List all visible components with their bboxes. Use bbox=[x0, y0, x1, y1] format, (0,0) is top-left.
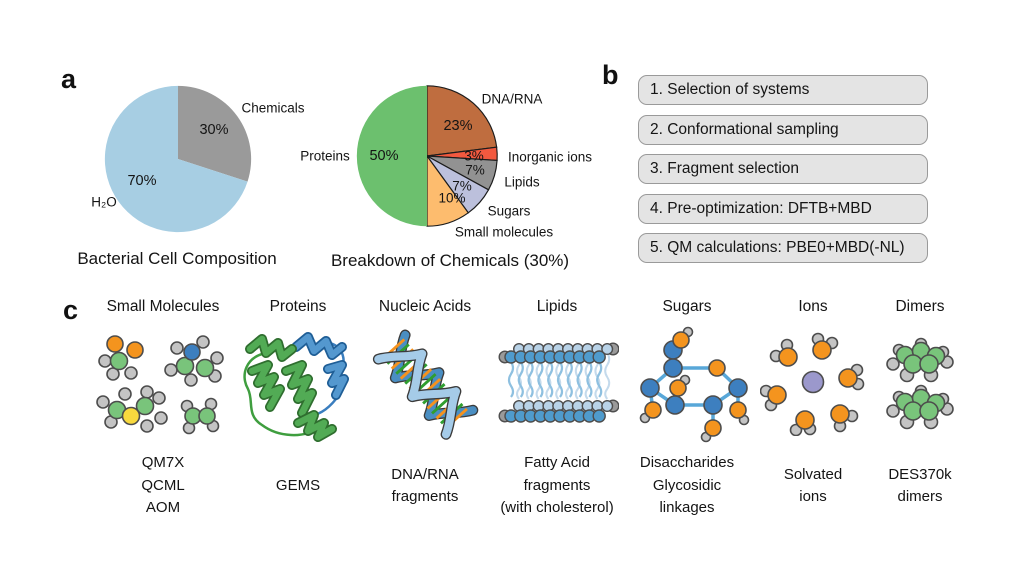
column-caption: DES370k dimers bbox=[888, 465, 952, 506]
pie1-slice-label-h2o: H₂O bbox=[91, 194, 117, 210]
column-label: Ions bbox=[798, 298, 828, 315]
pie2-pct-proteins: 50% bbox=[369, 148, 399, 164]
breakdown-of-chemicals-pie bbox=[356, 85, 498, 227]
pie2-title: Breakdown of Chemicals (30%) bbox=[330, 251, 570, 270]
column-proteins: Proteins GEMS bbox=[223, 298, 373, 528]
pie1-title: Bacterial Cell Composition bbox=[77, 249, 277, 268]
protein-ribbon-icon bbox=[243, 332, 349, 442]
pie2-slice-label-inorganic-ions: Inorganic ions bbox=[507, 149, 593, 165]
column-caption: GEMS bbox=[275, 476, 321, 494]
pie2-pct-inorganic-ions: 3% bbox=[464, 148, 484, 164]
column-label: Nucleic Acids bbox=[378, 298, 472, 315]
column-label: Dimers bbox=[895, 298, 945, 315]
lipid-bilayer-icon bbox=[498, 342, 619, 423]
column-caption: Disaccharides Glycosidic linkages bbox=[639, 454, 735, 517]
pie2-slice-label-proteins: Proteins bbox=[300, 148, 350, 164]
pie1-pct-chemicals: 30% bbox=[199, 122, 229, 138]
workflow-step-4: 4. Pre-optimization: DFTB+MBD bbox=[638, 193, 928, 224]
pie1-pct-h2o: 70% bbox=[127, 173, 157, 189]
panel-b-letter: b bbox=[602, 60, 619, 90]
workflow-steps: 1. Selection of systems 2. Conformationa… bbox=[638, 75, 928, 263]
pie1-slice-label-chemicals: Chemicals bbox=[241, 100, 305, 116]
column-nucleic-acids: Nucleic Acids DNA/RNA fragments bbox=[350, 298, 500, 528]
sugar-ring-icon bbox=[639, 326, 750, 443]
pie2-pct-dna-rna: 23% bbox=[443, 118, 473, 134]
column-caption: QM7X QCML AOM bbox=[141, 454, 185, 517]
stacked-dimer-icon bbox=[886, 337, 954, 430]
pie2-pct-lipids: 7% bbox=[465, 162, 485, 178]
workflow-step-2: 2. Conformational sampling bbox=[638, 114, 928, 145]
column-label: Small Molecules bbox=[106, 298, 220, 315]
pie2-slice-label-sugars: Sugars bbox=[487, 203, 531, 219]
solvated-ion-icon bbox=[760, 332, 865, 436]
column-small-molecules: Small Molecules bbox=[88, 298, 238, 528]
column-label: Sugars bbox=[662, 298, 712, 315]
column-caption: Solvated ions bbox=[783, 465, 843, 506]
column-dimers: Dimers DES370k dimers bbox=[845, 298, 995, 528]
pie2-pct-sugars: 7% bbox=[452, 178, 472, 194]
dna-helix-icon bbox=[372, 329, 479, 440]
small-molecules-icon bbox=[96, 335, 224, 435]
workflow-step-3: 3. Fragment selection bbox=[638, 154, 928, 184]
column-label: Proteins bbox=[269, 298, 327, 315]
pie2-pct-small-molecules: 10% bbox=[438, 190, 466, 206]
column-caption: DNA/RNA fragments bbox=[391, 465, 459, 506]
workflow-step-1: 1. Selection of systems bbox=[638, 75, 928, 105]
pie2-slice-label-lipids: Lipids bbox=[504, 174, 540, 190]
bacterial-cell-composition-pie bbox=[104, 85, 252, 233]
panel-a-letter: a bbox=[61, 64, 77, 94]
panel-c-letter: c bbox=[63, 295, 79, 325]
column-sugars: Sugars Disaccharides Glycosidic linka bbox=[612, 298, 762, 528]
column-ions: Ions Solvated ions bbox=[738, 298, 888, 528]
column-lipids: Lipids Fatty Acid fragments (with choles… bbox=[482, 298, 632, 528]
column-caption: Fatty Acid fragments (with cholesterol) bbox=[500, 454, 614, 517]
column-label: Lipids bbox=[536, 298, 578, 315]
pie2-slice-label-small-molecules: Small molecules bbox=[454, 224, 554, 240]
pie2-slice-label-dna-rna: DNA/RNA bbox=[481, 91, 543, 107]
workflow-step-5: 5. QM calculations: PBE0+MBD(-NL) bbox=[638, 233, 928, 263]
